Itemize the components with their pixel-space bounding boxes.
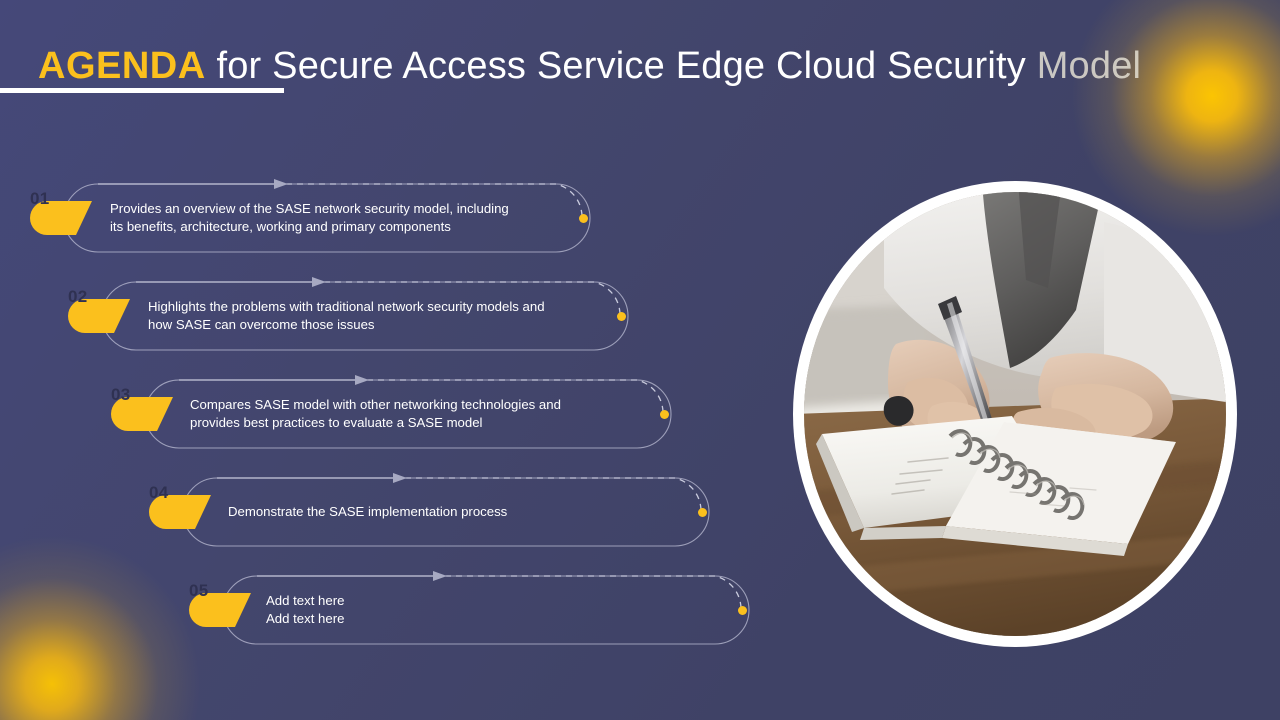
agenda-endpoint-dot-04 [698, 508, 707, 517]
agenda-number-03: 03 [111, 385, 131, 404]
agenda-endpoint-dot-01 [579, 214, 588, 223]
agenda-endpoint-dot-05 [738, 606, 747, 615]
agenda-endpoint-dot-02 [617, 312, 626, 321]
agenda-text-line: Demonstrate the SASE implementation proc… [228, 503, 508, 519]
agenda-pill-05 [221, 571, 751, 646]
agenda-number-02: 02 [68, 287, 88, 306]
agenda-text-line: Add text here [266, 611, 345, 626]
agenda-text-line: Highlights the problems with traditional… [148, 298, 545, 314]
agenda-badge-04 [149, 495, 211, 529]
agenda-number-05: 05 [189, 581, 209, 600]
agenda-badge-03 [111, 397, 173, 431]
agenda-item-03[interactable]: 03 Compares SASE model with other networ… [0, 375, 800, 476]
agenda-text-01: Provides an overview of the SASE network… [110, 182, 580, 254]
agenda-text-02: Highlights the problems with traditional… [148, 280, 618, 352]
agenda-list: 01 Provides an overview of the SASE netw… [0, 179, 800, 672]
agenda-text-04: Demonstrate the SASE implementation proc… [228, 476, 698, 548]
agenda-text-03: Compares SASE model with other networkin… [190, 378, 660, 450]
agenda-item-02[interactable]: 02 Highlights the problems with traditio… [0, 277, 800, 378]
photo-illustration [804, 192, 1226, 636]
title-underline [0, 88, 284, 93]
agenda-badge-02 [68, 299, 130, 333]
page-title: AGENDA for Secure Access Service Edge Cl… [0, 44, 1141, 93]
agenda-text-line: its benefits, architecture, working and … [110, 219, 451, 234]
agenda-text-05: Add text here Add text here [266, 574, 736, 646]
agenda-text-line: Add text here [266, 592, 345, 608]
agenda-text-line: how SASE can overcome those issues [148, 317, 375, 332]
agenda-item-04[interactable]: 04 Demonstrate the SASE implementation p… [0, 473, 800, 574]
title-text: AGENDA for Secure Access Service Edge Cl… [38, 44, 1141, 88]
agenda-text-line: provides best practices to evaluate a SA… [190, 415, 483, 430]
agenda-badge-05 [189, 593, 251, 627]
title-middle-text: for Secure Access Service Edge Cloud Sec… [205, 45, 1037, 87]
agenda-badge-01 [30, 201, 92, 235]
photo-writing-in-notebook [804, 192, 1226, 636]
agenda-number-04: 04 [149, 483, 169, 502]
agenda-item-05[interactable]: 05 Add text here Add text here [0, 571, 800, 672]
title-accent-word: AGENDA [38, 45, 206, 87]
agenda-text-line: Provides an overview of the SASE network… [110, 200, 509, 216]
agenda-item-01[interactable]: 01 Provides an overview of the SASE netw… [0, 179, 800, 280]
agenda-endpoint-dot-03 [660, 410, 669, 419]
title-faded-word: Model [1036, 45, 1142, 87]
agenda-number-01: 01 [30, 189, 50, 208]
photo-frame [793, 181, 1237, 647]
agenda-text-line: Compares SASE model with other networkin… [190, 396, 561, 412]
